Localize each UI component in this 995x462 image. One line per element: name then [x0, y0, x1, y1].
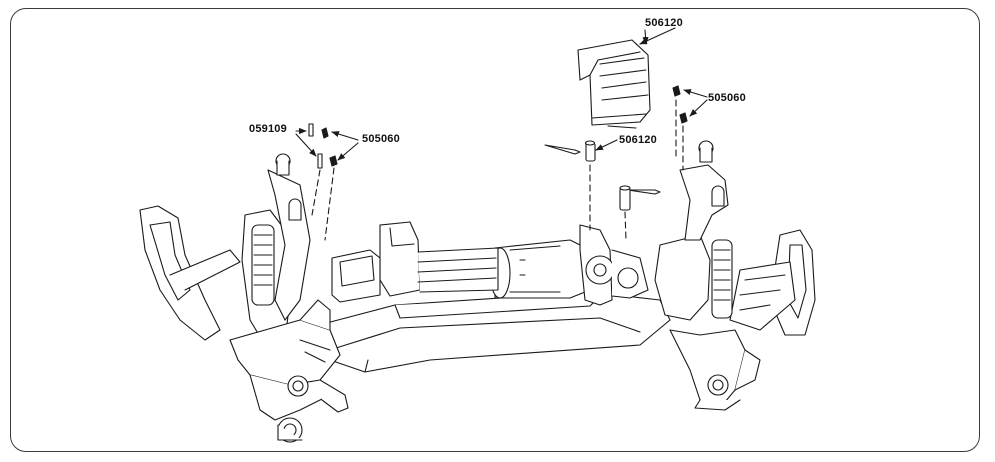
motor-assembly [489, 224, 649, 306]
front-suspension [654, 140, 816, 411]
label-506120-post: 506120 [619, 134, 657, 146]
label-505060-rear: 505060 [362, 133, 400, 145]
rear-hardware [295, 123, 359, 241]
front-hardware [672, 85, 708, 171]
chassis-tub [299, 291, 671, 373]
label-059109: 059109 [249, 123, 287, 135]
body-mount-bracket [577, 39, 651, 126]
rear-suspension [139, 153, 349, 443]
label-506120-bracket: 506120 [645, 17, 683, 29]
electronics-box [331, 221, 499, 303]
label-505060-front: 505060 [708, 92, 746, 104]
center-hardware [544, 27, 676, 241]
diagram-frame [10, 8, 980, 452]
